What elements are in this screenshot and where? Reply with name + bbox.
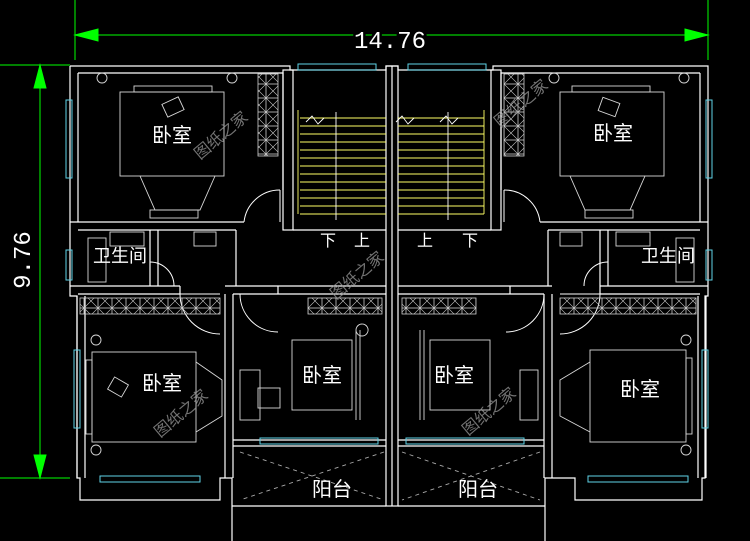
door-swings <box>149 189 609 335</box>
watermark-3: 图纸之家 <box>326 247 387 303</box>
wardrobes <box>79 73 697 315</box>
stair-label-right-down: 下 <box>462 231 478 250</box>
room-label-bathroom-right: 卫生间 <box>641 246 695 267</box>
room-label-bedroom-mid-right: 卧室 <box>620 377 660 401</box>
overall-width-label: 14.76 <box>354 29 426 56</box>
stairs <box>297 110 485 220</box>
dimension-lines <box>0 0 710 480</box>
room-labels: 卧室 卧室 卫生间 卫生间 卧室 卧室 卧室 卧室 阳台 阳台 <box>93 121 695 501</box>
walls <box>69 65 709 541</box>
stair-label-left-up: 上 <box>354 231 370 250</box>
room-label-bedroom-top-right: 卧室 <box>593 121 633 145</box>
watermark-1: 图纸之家 <box>190 107 251 163</box>
room-label-bedroom-mid-left: 卧室 <box>142 371 182 395</box>
room-label-bathroom-left: 卫生间 <box>93 246 147 267</box>
room-label-bedroom-top-left: 卧室 <box>152 123 192 147</box>
room-label-bedroom-mid-center-left: 卧室 <box>302 363 342 387</box>
overall-depth-label: 9.76 <box>11 231 38 289</box>
room-label-bedroom-mid-center-right: 卧室 <box>434 363 474 387</box>
room-label-balcony-left: 阳台 <box>312 477 352 501</box>
room-label-balcony-right: 阳台 <box>458 477 498 501</box>
watermark-5: 图纸之家 <box>458 383 519 439</box>
furniture <box>85 72 695 501</box>
stair-label-left-down: 下 <box>320 231 336 250</box>
windows <box>65 63 713 483</box>
stair-label-right-up: 上 <box>417 231 433 250</box>
